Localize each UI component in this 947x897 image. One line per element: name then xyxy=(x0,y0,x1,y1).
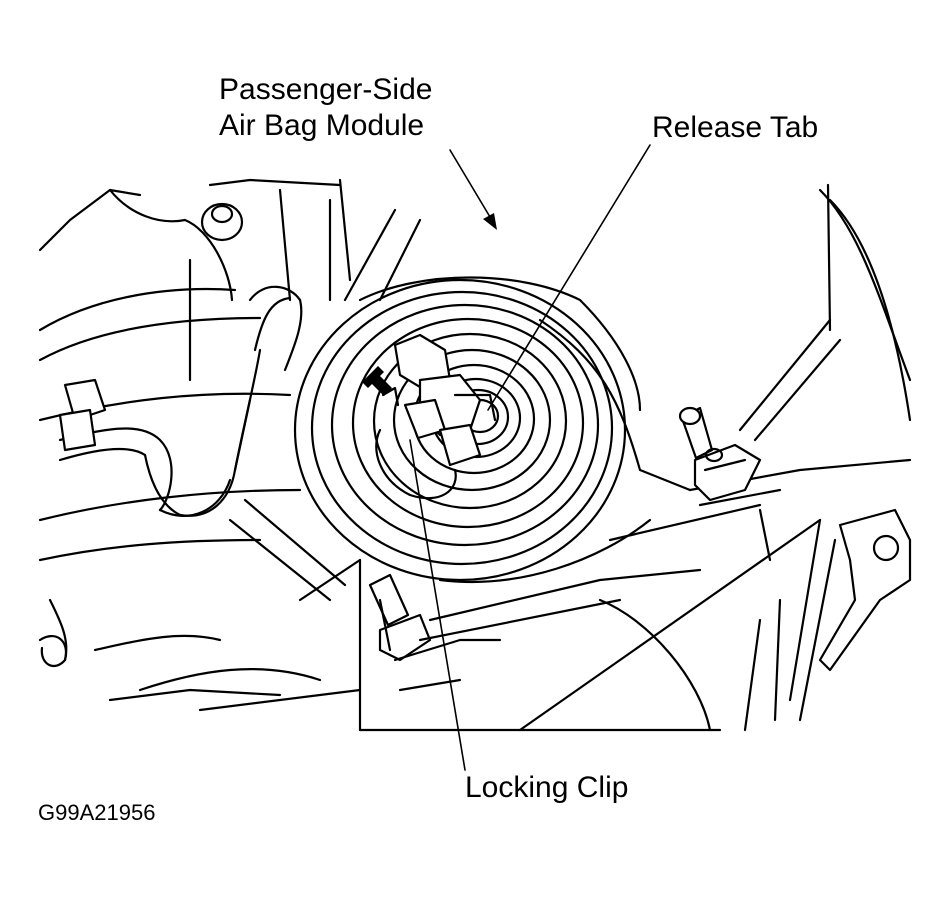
label-module-line1: Passenger-Side xyxy=(219,73,433,106)
figure-code: G99A21956 xyxy=(38,800,156,825)
label-module-line2: Air Bag Module xyxy=(219,109,425,142)
leader-locking-clip xyxy=(409,439,466,771)
leader-module xyxy=(449,149,494,223)
leader-release-tab xyxy=(487,144,651,411)
label-release-tab: Release Tab xyxy=(652,111,819,144)
label-passenger-side-air-bag-module: Passenger-Side Air Bag Module xyxy=(219,72,432,144)
right-panel-structure xyxy=(358,183,912,732)
leader-lines xyxy=(409,144,651,771)
arrowhead-module xyxy=(483,213,497,230)
label-locking-clip: Locking Clip xyxy=(465,771,629,804)
air-bag-module xyxy=(293,276,692,662)
left-panel-structure xyxy=(38,178,432,732)
